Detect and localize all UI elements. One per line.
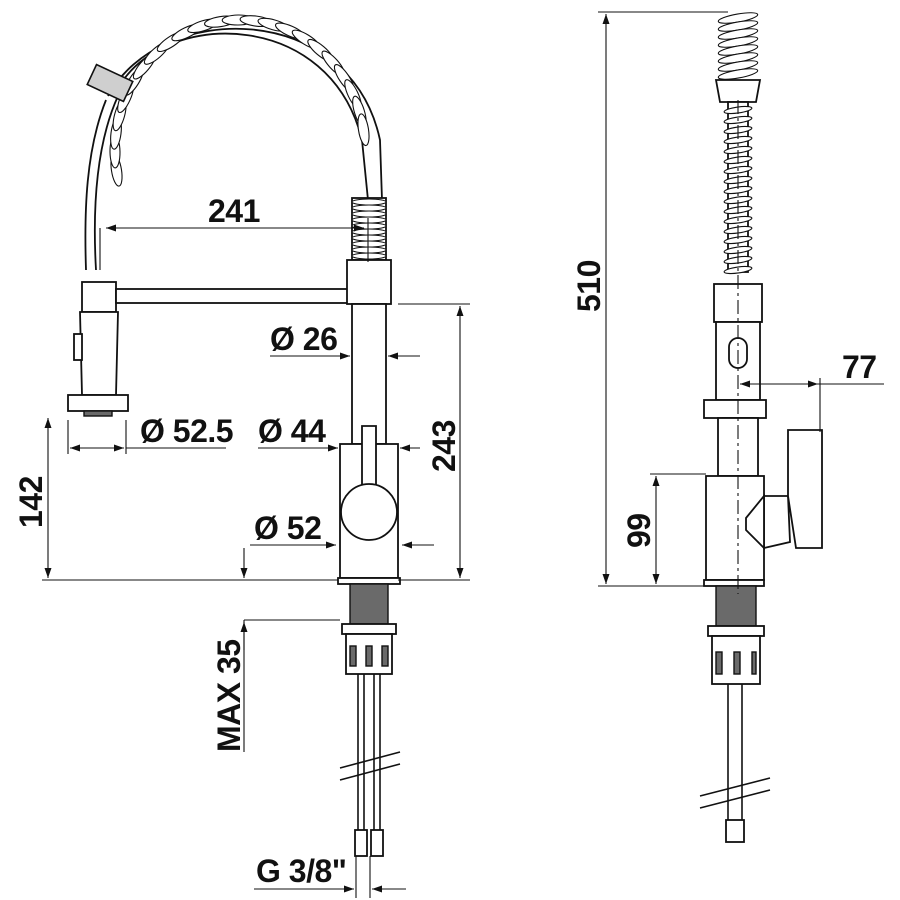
spout-bar [115, 288, 351, 304]
coil-loop [351, 246, 387, 254]
coil-loop [351, 240, 387, 248]
hose-clip [86, 63, 134, 103]
spout-reach-label: 241 [208, 193, 260, 229]
spray-head-diameter-label: Ø 52.5 [140, 413, 233, 449]
supply-lines [339, 674, 401, 857]
thread-connection-label: G 3/8" [256, 853, 346, 889]
front-view: 241 Ø 26 Ø 52.5 Ø 44 Ø 52 243 142 MAX 35… [13, 14, 470, 898]
base-diameter-label: Ø 52 [254, 510, 321, 546]
coil-loop [717, 68, 759, 80]
coil-loop [351, 252, 387, 260]
coil-loop [351, 210, 387, 218]
side-view: 510 99 77 [571, 11, 884, 843]
spring-lower [351, 197, 387, 261]
pull-down-hose [93, 95, 119, 271]
spray-head [67, 281, 129, 417]
coil-loop [357, 113, 370, 147]
lever-height-label: 99 [621, 513, 657, 548]
body-height-label: 243 [426, 420, 462, 472]
max-deck-thickness-label: MAX 35 [211, 639, 247, 752]
spout-diameter-label: Ø 26 [270, 321, 337, 357]
spring-coil [107, 14, 383, 201]
handle-height-label: 142 [13, 476, 49, 528]
front-dimensions [42, 218, 470, 898]
coil-loop [351, 228, 387, 236]
coil-loop [351, 216, 387, 224]
coil-loop [351, 234, 387, 242]
body-diameter-label: Ø 44 [258, 413, 326, 449]
mounting-shank [341, 583, 397, 675]
side-shank [699, 585, 771, 843]
total-height-label: 510 [571, 260, 607, 312]
faucet-body [337, 259, 401, 585]
side-spray-head [703, 283, 767, 419]
coil-loop [351, 204, 387, 212]
side-dimensions [598, 11, 884, 587]
lever-projection-label: 77 [842, 349, 877, 385]
coil-loop [351, 198, 387, 206]
side-body [703, 417, 823, 587]
